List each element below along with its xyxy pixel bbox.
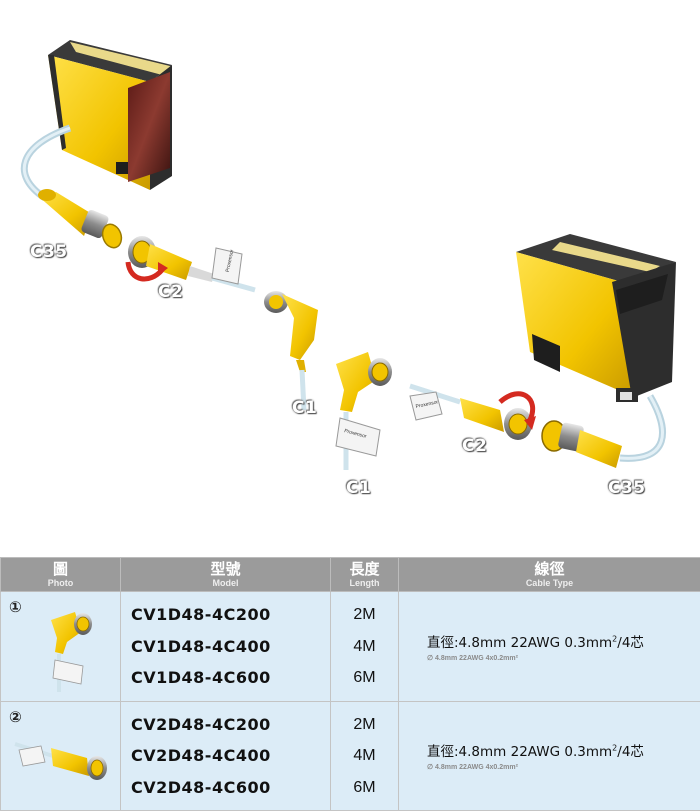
angled-connector-photo	[51, 612, 92, 692]
right-rotate-arrow	[498, 391, 536, 422]
cable-spec-en: ∅ 4.8mm 22AWG 4x0.2mm²	[427, 764, 518, 772]
svg-text:Proxensor: Proxensor	[415, 399, 439, 410]
row-photo: ②	[0, 700, 121, 811]
left-sensor-hole	[116, 162, 128, 174]
length-value: 6M	[353, 778, 376, 796]
c35-left-connector	[38, 189, 123, 249]
left-cable-tag: Proxensor	[211, 247, 243, 285]
c2-right-connector: Proxensor	[409, 383, 536, 440]
length-value: 6M	[353, 669, 376, 686]
row-cable-type: 直徑:4.8mm 22AWG 0.3mm2/4芯 ∅ 4.8mm 22AWG 4…	[398, 591, 700, 702]
svg-text:Proxensor: Proxensor	[343, 428, 367, 440]
c1-bottom-connector: Proxensor	[335, 352, 392, 470]
right-sensor	[516, 234, 676, 402]
row-models: CV2D48-4C200 CV2D48-4C400 CV2D48-4C600	[120, 700, 331, 811]
model-number: CV1D48-4C600	[131, 668, 271, 687]
left-sensor	[48, 40, 172, 190]
cable-spec: 直徑:4.8mm 22AWG 0.3mm2/4芯	[427, 634, 644, 651]
model-number: CV1D48-4C400	[131, 636, 271, 656]
row-cable-type: 直徑:4.8mm 22AWG 0.3mm2/4芯 ∅ 4.8mm 22AWG 4…	[398, 700, 700, 811]
table-row: ② CV2D48-4C200 CV2D48-4C400 CV2D48-4C600…	[0, 700, 700, 811]
cable-spec-en: ∅ 4.8mm 22AWG 4x0.2mm²	[427, 654, 518, 662]
cable-spec: 直徑:4.8mm 22AWG 0.3mm2/4芯	[427, 743, 644, 761]
right-sensor-window	[616, 274, 668, 314]
c35-right-connector	[541, 420, 622, 468]
model-number: CV2D48-4C200	[131, 714, 271, 734]
length-value: 4M	[353, 637, 376, 655]
callout-c35-right: C35	[608, 478, 646, 498]
row-lengths: 2M 4M 6M	[330, 591, 399, 702]
length-value: 2M	[353, 715, 376, 733]
left-sensor-lens	[128, 72, 170, 182]
callout-c1-top: C1	[292, 398, 318, 418]
straight-connector-photo	[14, 741, 107, 780]
spec-table: 圖 Photo 型號 Model 長度 Length 線徑 Cable Type…	[0, 557, 700, 811]
row-number: ②	[9, 707, 22, 726]
right-sensor-hole	[532, 334, 560, 372]
callout-c2-right: C2	[462, 436, 488, 456]
left-sensor-label	[70, 42, 170, 76]
callout-c35-left: C35	[30, 242, 68, 262]
row-lengths: 2M 4M 6M	[330, 700, 399, 811]
left-sensor-body	[48, 55, 150, 190]
length-value: 2M	[353, 606, 376, 623]
row-models: CV1D48-4C200 CV1D48-4C400 CV1D48-4C600	[120, 591, 331, 702]
model-number: CV2D48-4C600	[131, 777, 271, 797]
right-sensor-body	[516, 252, 632, 396]
row-photo: ①	[0, 591, 121, 702]
header-length: 長度 Length	[330, 557, 399, 592]
header-cable-type: 線徑 Cable Type	[398, 557, 700, 592]
table-header-row: 圖 Photo 型號 Model 長度 Length 線徑 Cable Type	[0, 557, 700, 592]
bottom-cable-tag	[335, 417, 381, 457]
model-number: CV2D48-4C400	[131, 746, 271, 765]
model-number: CV1D48-4C200	[131, 605, 271, 624]
header-photo: 圖 Photo	[0, 557, 121, 592]
product-illustration: Proxensor Proxensor Proxensor	[20, 40, 676, 498]
c2-left-connector	[125, 236, 214, 282]
callout-c1-bottom: C1	[346, 478, 372, 498]
svg-text:Proxensor: Proxensor	[225, 249, 236, 273]
row-number: ①	[9, 598, 22, 616]
header-model: 型號 Model	[120, 557, 331, 592]
connection-diagram: Proxensor Proxensor Proxensor	[20, 40, 676, 470]
c1-top-connector	[264, 291, 318, 372]
length-value: 4M	[353, 747, 376, 764]
callout-c2-left: C2	[158, 282, 184, 302]
table-row: ① CV1D48-4C200 CV1D48-4C400 CV1D48-4C600…	[0, 591, 700, 702]
